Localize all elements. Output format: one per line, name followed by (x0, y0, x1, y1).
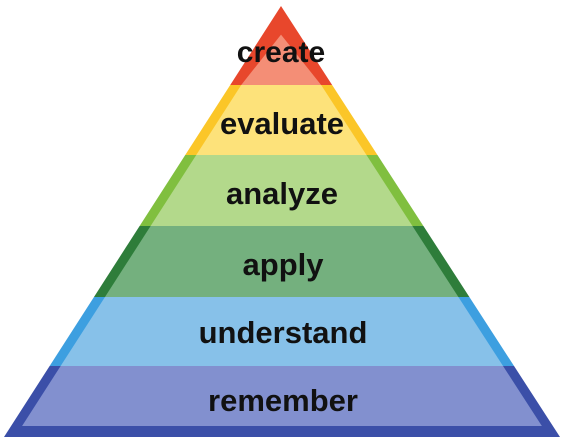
level-label-evaluate: evaluate (220, 106, 344, 141)
level-label-analyze: analyze (226, 176, 338, 211)
level-band-remember-fill (22, 366, 542, 426)
level-band-evaluate-fill (196, 85, 367, 155)
level-band-understand-fill (60, 297, 504, 366)
level-label-remember: remember (208, 383, 358, 418)
level-band-analyze-fill (150, 155, 413, 226)
level-band-create-fill (241, 34, 322, 85)
level-label-create: create (237, 36, 325, 69)
level-band-apply-fill (104, 226, 459, 297)
level-label-apply: apply (243, 247, 325, 282)
level-label-understand: understand (199, 315, 368, 350)
